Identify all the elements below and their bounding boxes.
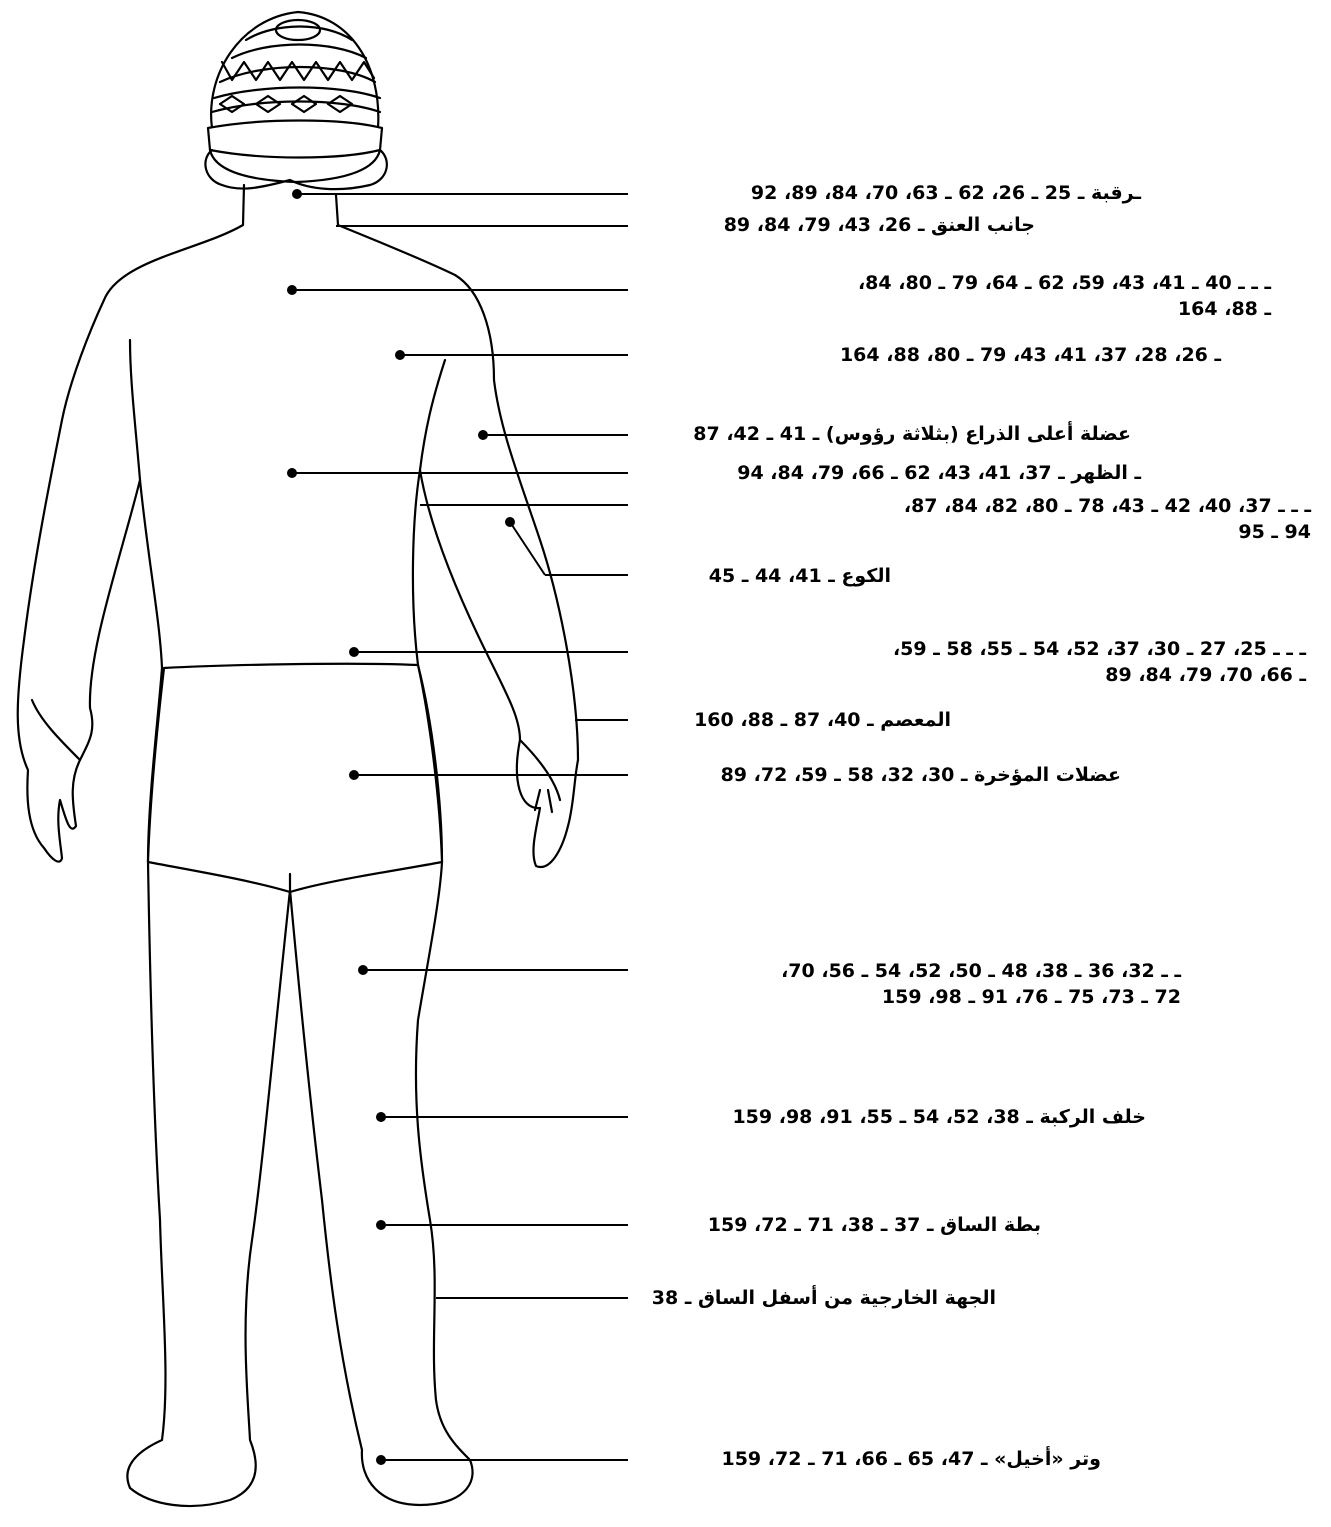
label-back: ـ الظهر ـ 37، 41، 43، 62 ـ 66، 79، 84، 9… [737,460,1141,486]
knit-cap [208,12,382,182]
label-forearm: ـ ـ ـ 37، 40، 42 ـ 43، 78 ـ 80، 82، 84، … [904,493,1311,545]
label-shoulder-blade: ـ 26، 28، 37، 41، 43، 79 ـ 80، 88، 164 [840,342,1221,368]
label-shoulder-line1: ـ ـ ـ 40 ـ 41، 43، 59، 62 ـ 64، 79 ـ 80،… [858,270,1271,296]
label-buttocks: عضلات المؤخرة ـ 30، 32، 58 ـ 59، 72، 89 [721,762,1121,788]
label-side-of-neck: جانب العنق ـ 26، 43، 79، 84، 89 [724,212,1035,238]
label-shoulder-line2: ـ 88، 164 [858,296,1271,322]
label-calf: بطة الساق ـ 37 ـ 38، 71 ـ 72، 159 [708,1212,1041,1238]
label-wrist: المعصم ـ 40، 87 ـ 88، 160 [694,707,951,733]
shorts [148,664,442,892]
label-forearm-line1: ـ ـ ـ 37، 40، 42 ـ 43، 78 ـ 80، 82، 84، … [904,493,1311,519]
label-back-of-knee: خلف الركبة ـ 38، 52، 54 ـ 55، 91، 98، 15… [732,1104,1146,1130]
label-hamstrings: ـ ـ 32، 36 ـ 38، 48 ـ 50، 52، 54 ـ 56، 7… [781,958,1181,1010]
label-neck: ـرقبة ـ 25 ـ 26، 62 ـ 63، 70، 84، 89، 92 [751,180,1141,206]
label-triceps: عضلة أعلى الذراع (بثلاثة رؤوس) ـ 41 ـ 42… [693,421,1131,447]
label-achilles-tendon: وتر «أخيل» ـ 47، 65 ـ 66، 71 ـ 72، 159 [721,1446,1101,1472]
label-elbow: الكوع ـ 41، 44 ـ 45 [709,563,891,589]
label-forearm-line2: 94 ـ 95 [904,519,1311,545]
label-lower-back: ـ ـ ـ 25، 27 ـ 30، 37، 52، 54 ـ 55، 58 ـ… [893,636,1306,688]
label-lower-back-line2: ـ 66، 70، 79، 84، 89 [893,662,1306,688]
label-lower-back-line1: ـ ـ ـ 25، 27 ـ 30، 37، 52، 54 ـ 55، 58 ـ… [893,636,1306,662]
label-hamstrings-line2: 72 ـ 73، 75 ـ 76، 91 ـ 98، 159 [781,984,1181,1010]
label-hamstrings-line1: ـ ـ 32، 36 ـ 38، 48 ـ 50، 52، 54 ـ 56، 7… [781,958,1181,984]
label-outer-lower-leg: الجهة الخارجية من أسفل الساق ـ 38 [652,1285,996,1311]
label-shoulder: ـ ـ ـ 40 ـ 41، 43، 59، 62 ـ 64، 79 ـ 80،… [858,270,1271,322]
